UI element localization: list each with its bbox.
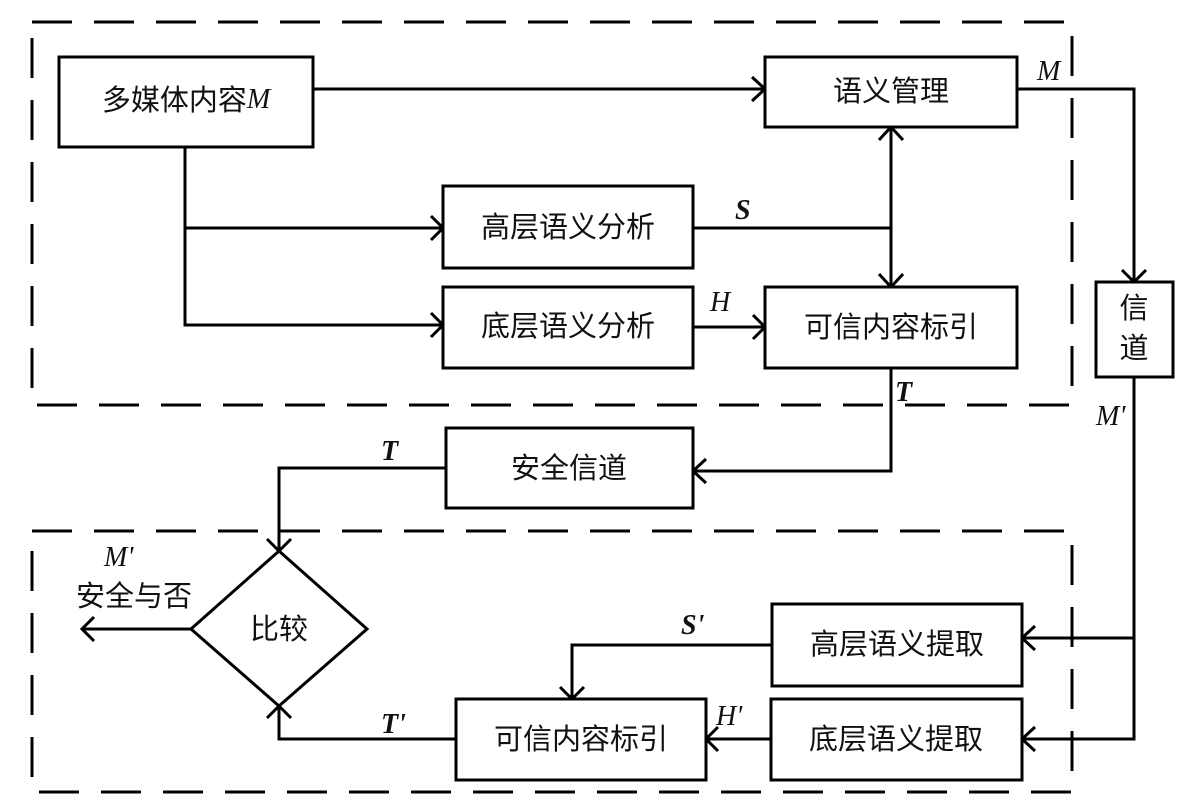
node-trusted-index-bottom: 可信内容标引 <box>454 697 708 782</box>
node-label: 底层语义提取 <box>809 722 983 756</box>
node-label: 比较 <box>250 612 308 646</box>
arrowhead <box>79 615 96 643</box>
edge-label-H: H <box>709 287 732 318</box>
node-label: 可信内容标引 <box>494 722 668 756</box>
edge-M-to-channel <box>1017 87 1136 282</box>
node-label: 高层语义分析 <box>481 210 655 244</box>
svg-text:多媒体内容M: 多媒体内容M <box>102 83 272 117</box>
node-channel: 信 道 <box>1094 280 1175 379</box>
node-label: 语义管理 <box>833 74 949 108</box>
node-semantic-mgmt: 语义管理 <box>763 55 1019 129</box>
node-compare: 比较 <box>188 548 370 708</box>
sender-group-border <box>30 20 1074 407</box>
node-label: 信 <box>1119 291 1148 325</box>
edge-label-T-prime: T' <box>381 709 406 740</box>
edge-label-H-prime: H' <box>715 701 743 732</box>
edge-T <box>693 368 893 473</box>
edge-label-output: 安全与否 <box>76 579 192 613</box>
node-multimedia: 多媒体内容M <box>57 55 315 149</box>
edge-label-M-prime-channel: M' <box>1095 401 1126 432</box>
node-high-extract: 高层语义提取 <box>770 602 1024 688</box>
edge-S-prime <box>570 643 772 699</box>
edge-label-M: M <box>1036 56 1062 87</box>
node-secure-channel: 安全信道 <box>444 426 695 510</box>
node-label: 安全信道 <box>511 451 627 485</box>
node-trusted-index-top: 可信内容标引 <box>763 285 1019 370</box>
edge-label-M-prime-out: M' <box>103 542 134 573</box>
node-label: 高层语义提取 <box>810 627 984 661</box>
edge-label-S-prime: S' <box>681 610 705 641</box>
edge-multimedia-to-low <box>183 147 443 327</box>
edge-T-to-compare <box>277 466 446 551</box>
edge-T-prime <box>277 706 456 741</box>
edge-label-T: T <box>895 377 914 408</box>
node-label: 道 <box>1119 331 1148 365</box>
node-label: 多媒体内容 <box>102 83 247 117</box>
node-var: M <box>246 84 272 115</box>
node-low-analysis: 底层语义分析 <box>441 285 695 370</box>
edge-label-T-secure: T <box>381 436 400 467</box>
edge-label-S: S <box>735 195 751 226</box>
edge-M-prime <box>1022 377 1136 741</box>
node-high-analysis: 高层语义分析 <box>441 184 695 270</box>
receiver-group-border <box>30 529 1074 794</box>
node-label: 可信内容标引 <box>804 310 978 344</box>
node-label: 底层语义分析 <box>481 309 655 343</box>
node-low-extract: 底层语义提取 <box>769 697 1024 782</box>
